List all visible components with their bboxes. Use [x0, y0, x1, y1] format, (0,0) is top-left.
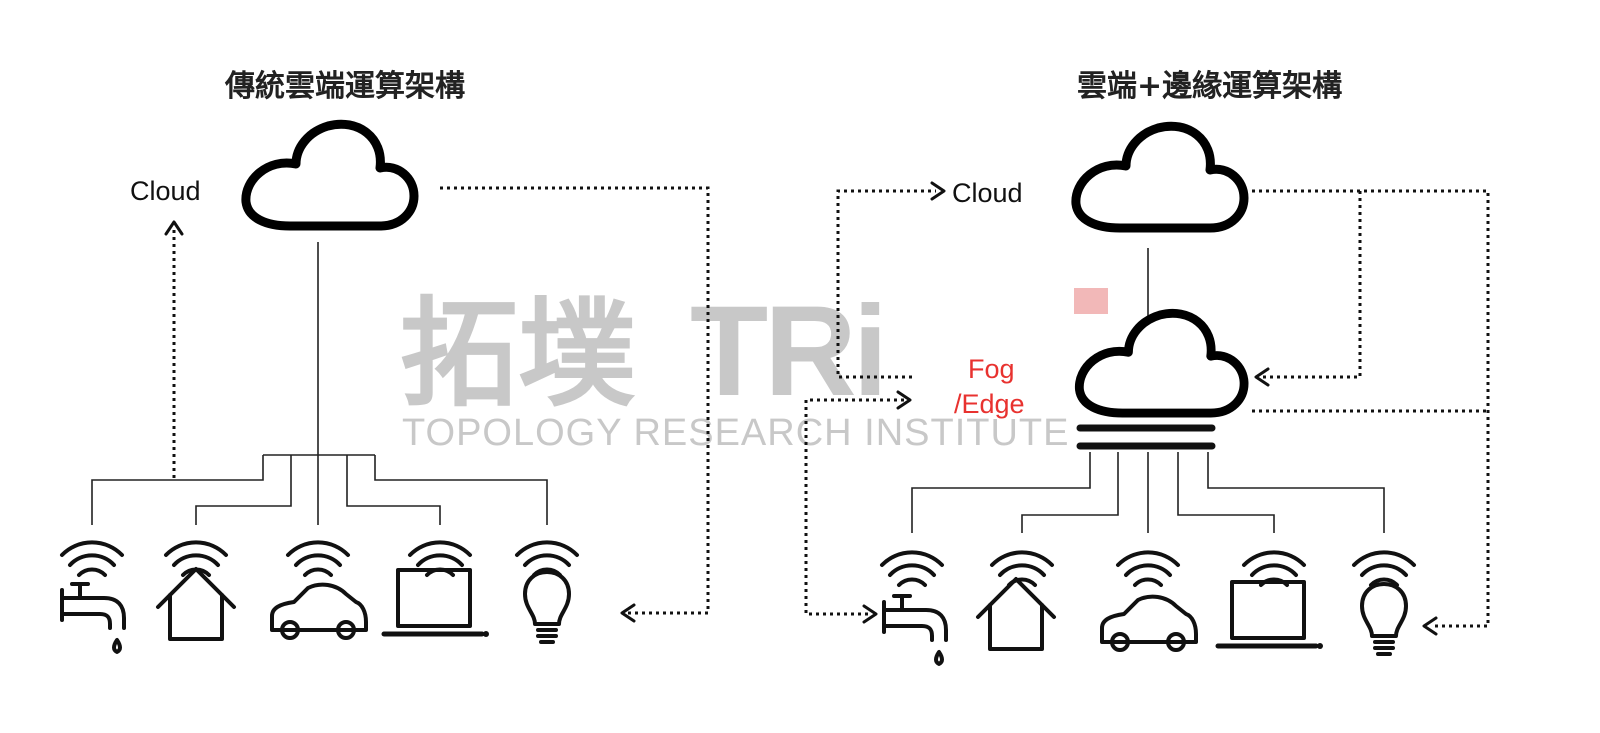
left-cloud-icon: [246, 124, 414, 226]
faucet-icon: [882, 594, 948, 666]
left-up-arrow: [164, 220, 184, 236]
left-return-arrow: [620, 603, 636, 623]
right-device-car: [1100, 550, 1198, 652]
wifi-icon: [1352, 550, 1416, 587]
watermark: 拓墣 TRi TOPOLOGY RESEARCH INSTITUTE: [400, 280, 1108, 454]
left-device-house: [156, 540, 236, 641]
edge-to-faucet-dotted-line: [804, 398, 904, 616]
right-device-faucet: [880, 550, 948, 666]
cloud-edge-diagram: 雲端+邊緣運算架構 Cloud Fog /Edge: [804, 69, 1490, 666]
lightbulb-icon: [1360, 582, 1408, 656]
car-icon: [270, 582, 368, 640]
watermark-accent-dot: [1074, 288, 1108, 314]
right-cloud-label: Cloud: [952, 178, 1023, 208]
wifi-icon: [990, 550, 1054, 587]
fog-layer-bars: [1076, 424, 1216, 450]
wifi-icon: [880, 550, 944, 587]
right-device-bulb: [1352, 550, 1416, 656]
fog-to-cloud-dotted-line: [836, 189, 936, 379]
fog-label: Fog: [968, 354, 1015, 384]
right-title: 雲端+邊緣運算架構: [1077, 69, 1342, 104]
watermark-subtitle: TOPOLOGY RESEARCH INSTITUTE: [402, 412, 1070, 454]
left-device-bulb: [515, 540, 579, 644]
lightbulb-icon: [523, 570, 571, 644]
faucet-icon: [60, 582, 126, 654]
fog-cloud-icon: [1079, 313, 1244, 413]
cloud-to-fog-dotted-line: [1260, 191, 1362, 379]
fog-to-cloud-arrow: [930, 181, 946, 201]
left-device-laptop: [384, 540, 489, 637]
traditional-cloud-diagram: 傳統雲端運算架構 Cloud: [60, 69, 710, 654]
house-icon: [156, 567, 236, 641]
left-return-dotted-line: [440, 186, 710, 615]
wifi-icon: [286, 540, 350, 577]
right-device-house: [976, 550, 1056, 651]
left-device-car: [270, 540, 368, 640]
house-icon: [976, 577, 1056, 651]
edge-label: /Edge: [954, 389, 1025, 419]
left-title: 傳統雲端運算架構: [224, 69, 465, 104]
right-cloud-icon: [1076, 126, 1244, 228]
bulb-arrow: [1422, 616, 1438, 636]
cloud-to-fog-arrow: [1254, 367, 1270, 387]
left-device-faucet: [60, 540, 126, 654]
right-device-laptop: [1218, 550, 1323, 649]
left-cloud-label: Cloud: [130, 176, 201, 206]
wifi-icon: [1116, 550, 1180, 587]
watermark-logo: TRi: [690, 280, 884, 423]
wifi-icon: [60, 540, 124, 577]
faucet-to-edge-arrow: [896, 390, 912, 410]
laptop-icon: [1218, 582, 1323, 649]
left-branch-lines: [91, 454, 548, 525]
cloud-to-bulb-dotted-line: [1252, 189, 1490, 628]
right-branch-lines: [911, 452, 1385, 533]
watermark-chinese: 拓墣: [400, 285, 636, 423]
edge-to-faucet-arrow: [862, 604, 878, 624]
car-icon: [1100, 594, 1198, 652]
laptop-icon: [384, 570, 489, 637]
